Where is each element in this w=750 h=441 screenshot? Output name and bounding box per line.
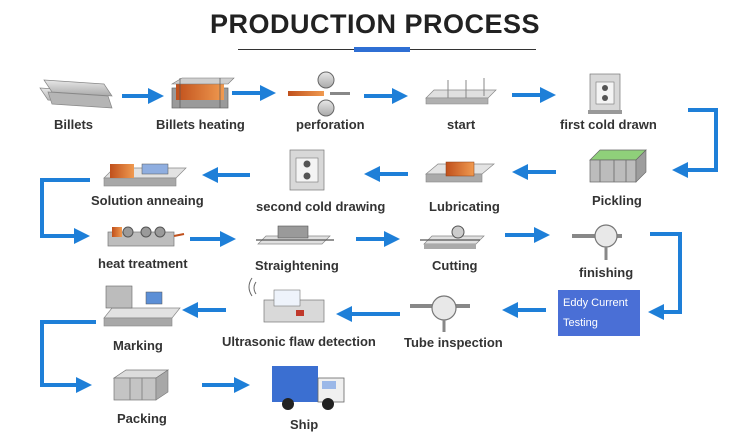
annealing-furnace-icon [103, 163, 187, 187]
title-rule-accent [354, 47, 410, 52]
marking-machine-icon [103, 285, 181, 327]
step-label-second-cold-drawing: second cold drawing [256, 199, 386, 214]
step-label-solution-anneaing: Solution anneaing [91, 193, 204, 208]
step-label-pickling: Pickling [592, 193, 642, 208]
lubricating-icon [425, 161, 495, 183]
pickling-tank-icon [589, 149, 647, 183]
start-icon [425, 78, 497, 105]
packing-icon [112, 369, 170, 401]
step-label-ultrasonic-flaw-detection: Ultrasonic flaw detection [222, 334, 376, 349]
flow-arrow [40, 178, 90, 244]
eddy-current-testing-box: Eddy Current Testing [558, 290, 640, 336]
step-label-lubricating: Lubricating [429, 199, 500, 214]
step-label-billets: Billets [54, 117, 94, 132]
finishing-icon [572, 224, 622, 260]
step-label-first-cold-drawn: first cold drawn [560, 117, 657, 132]
step-label-billets-heating: Billets heating [156, 117, 245, 132]
step-label-finishing: finishing [579, 265, 634, 280]
step-label-start: start [447, 117, 476, 132]
step-label-heat-treatment: heat treatment [98, 256, 188, 271]
step-label-packing: Packing [117, 411, 167, 426]
cold-draw-machine-icon [588, 73, 622, 114]
second-cold-draw-icon [289, 149, 325, 191]
flow-arrow [40, 320, 96, 393]
furnace-icon [170, 77, 235, 109]
page-title: PRODUCTION PROCESS [209, 9, 541, 39]
ultrasonic-detector-icon [248, 277, 325, 323]
truck-icon [272, 366, 345, 410]
step-label-tube-inspection: Tube inspection [404, 335, 503, 350]
tube-inspection-icon [410, 295, 470, 332]
straightening-icon [256, 225, 334, 245]
flow-arrow [672, 108, 718, 178]
perforation-icon [288, 71, 350, 117]
cutting-icon [420, 225, 485, 249]
step-label-marking: Marking [113, 338, 163, 353]
step-label-eddy-current: Eddy Current [563, 297, 628, 309]
step-label-ship: Ship [290, 417, 319, 432]
step-label-testing: Testing [563, 317, 598, 329]
billets-icon [39, 79, 113, 109]
flow-arrow [648, 232, 682, 320]
step-label-perforation: perforation [296, 117, 365, 132]
step-label-cutting: Cutting [432, 258, 478, 273]
heat-treatment-icon [107, 226, 185, 247]
step-label-straightening: Straightening [255, 258, 339, 273]
